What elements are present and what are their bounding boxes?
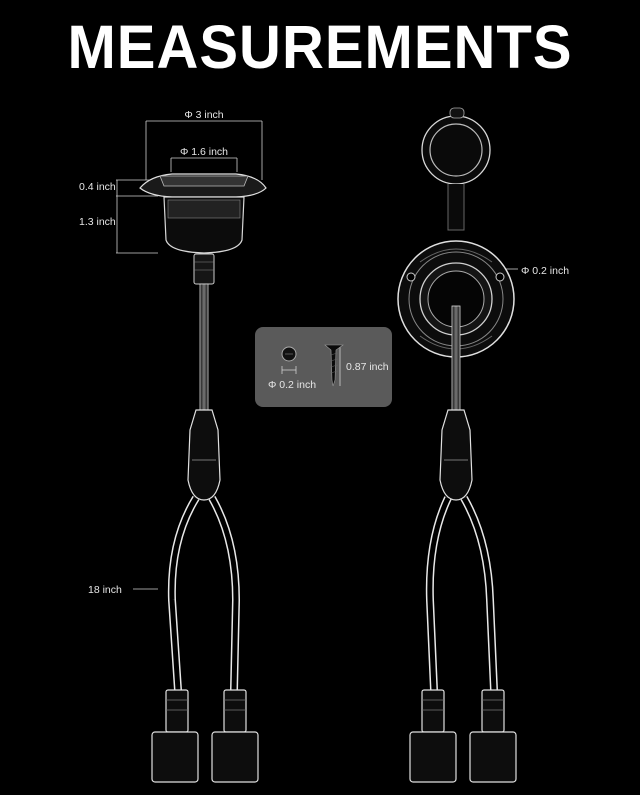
body-height-label: 1.3 inch <box>79 216 116 228</box>
top-view-light <box>397 107 518 783</box>
cable-length-label: 18 inch <box>88 584 122 596</box>
page-title: MEASUREMENTS <box>67 13 573 82</box>
screw-illustration <box>281 344 344 387</box>
screw-length-label: 0.87 inch <box>346 361 389 373</box>
mount-hole-label: Φ 0.2 inch <box>521 265 569 277</box>
cap-diameter-label: Φ 3 inch <box>184 109 223 121</box>
screw-diameter-label: Φ 0.2 inch <box>268 379 316 391</box>
lens-diameter-label: Φ 1.6 inch <box>180 146 228 158</box>
side-view-light <box>116 120 267 783</box>
hardware-inset <box>255 327 392 407</box>
flange-height-label: 0.4 inch <box>79 181 116 193</box>
